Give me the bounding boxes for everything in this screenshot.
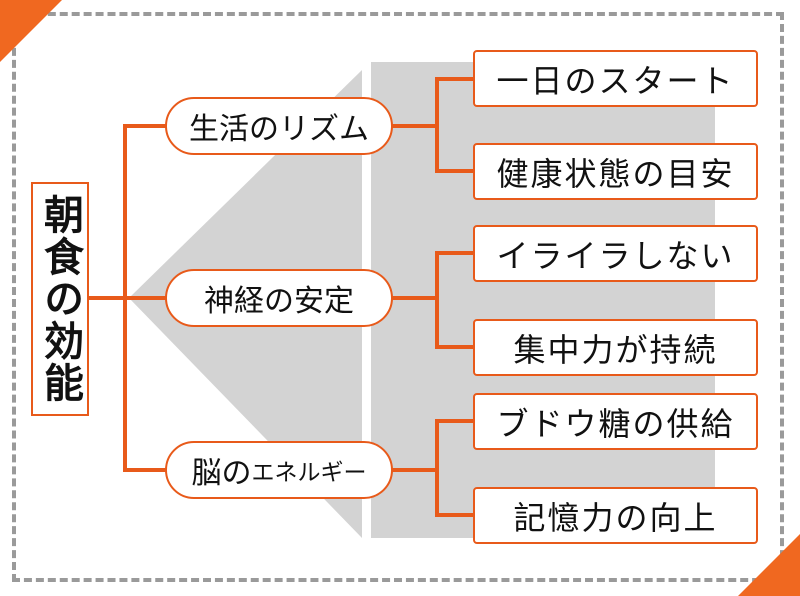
leaf-node: イライラしない [473, 225, 758, 282]
branch-node-nerves: 神経の安定 [165, 269, 393, 327]
dashed-frame [12, 12, 784, 582]
leaf-node: ブドウ糖の供給 [473, 393, 758, 450]
branch-label-small: エネルギー [251, 460, 367, 486]
leaf-node: 一日のスタート [473, 50, 758, 107]
leaf-label: 健康状態の目安 [496, 154, 735, 193]
branch-label: 神経の安定 [204, 284, 354, 319]
corner-accent-top-left [0, 0, 62, 62]
corner-accent-bottom-right [738, 534, 800, 596]
leaf-node: 集中力が持続 [473, 319, 758, 376]
leaf-label: ブドウ糖の供給 [496, 404, 735, 443]
branch-label-main: 脳の [191, 456, 252, 491]
leaf-label: イライラしない [496, 236, 735, 275]
leaf-label: 集中力が持続 [513, 330, 718, 369]
branch-node-rhythm: 生活のリズム [165, 97, 393, 155]
leaf-label: 記憶力の向上 [513, 498, 718, 537]
leaf-label: 一日のスタート [496, 61, 735, 100]
branch-node-brain-energy: 脳のエネルギー [165, 441, 393, 499]
root-node: 朝食の効能 [31, 182, 89, 416]
root-label: 朝食の効能 [37, 194, 83, 404]
leaf-node: 健康状態の目安 [473, 143, 758, 200]
branch-label: 生活のリズム [189, 112, 369, 147]
leaf-node: 記憶力の向上 [473, 487, 758, 544]
